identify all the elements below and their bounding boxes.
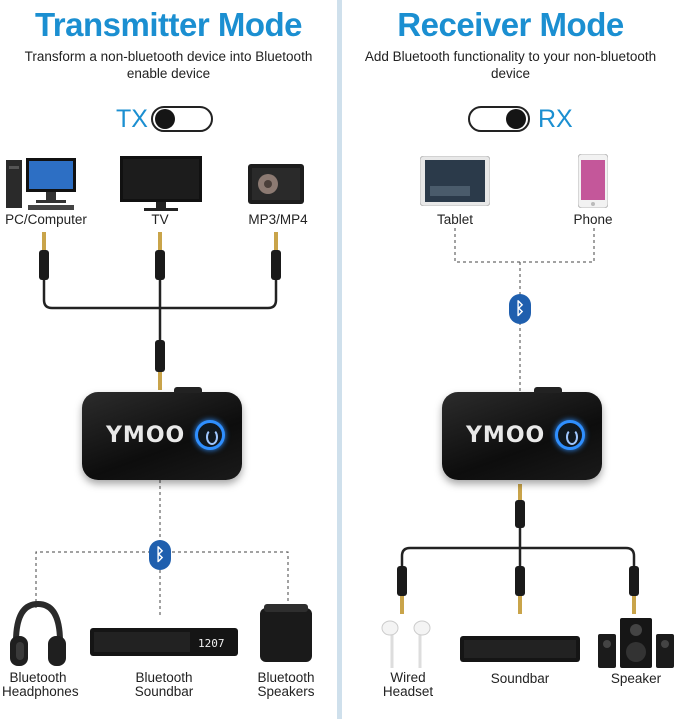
bluetooth-icon: ᛒ (149, 540, 171, 570)
headphones-icon (10, 600, 66, 666)
phone-icon (578, 154, 608, 208)
label-line: Soundbar (134, 684, 194, 699)
tx-label: TX (116, 105, 148, 133)
mp3-player-icon (248, 164, 304, 204)
transmitter-panel: Transmitter Mode Transform a non-bluetoo… (0, 0, 337, 719)
output-label-headphones: Bluetooth Headphones (2, 670, 79, 699)
rx-switch[interactable] (468, 106, 530, 132)
mode-switch-tab (534, 387, 562, 393)
output-label-soundbar: Bluetooth Soundbar (124, 671, 204, 699)
receiver-subtitle: Add Bluetooth functionality to your non-… (364, 49, 657, 81)
label-line: Bluetooth (257, 670, 315, 685)
label-line: Headset (382, 684, 434, 699)
panel-divider (337, 0, 342, 719)
transmitter-title: Transmitter Mode (34, 6, 303, 43)
bluetooth-adapter-transmitter: YMOO (82, 387, 242, 480)
speaker-icon (260, 604, 312, 662)
tv-icon (120, 156, 202, 211)
output-label-wired-headset: Wired Headset (368, 671, 448, 699)
device-logo: YMOO (466, 423, 546, 448)
bluetooth-icon: ᛒ (509, 294, 531, 324)
source-label-phone: Phone (573, 212, 613, 227)
audio-jack-plugs (39, 232, 281, 390)
rx-label: RX (538, 105, 573, 133)
label-line: Bluetooth (135, 670, 193, 685)
speaker-system-icon (598, 618, 674, 668)
output-label-speakers: Bluetooth Speakers (246, 671, 326, 699)
soundbar-icon (460, 636, 580, 662)
mode-switch-tab (174, 387, 202, 393)
output-label-speaker: Speaker (610, 671, 662, 686)
tablet-icon (420, 156, 490, 206)
power-button-icon (555, 420, 585, 450)
label-line: Headphones (2, 684, 79, 699)
device-logo: YMOO (106, 423, 186, 448)
source-label-tablet: Tablet (436, 212, 474, 227)
source-label-mp3: MP3/MP4 (248, 212, 308, 227)
audio-jack-plugs (397, 484, 639, 614)
soundbar-icon: 1207 (90, 628, 238, 656)
computer-icon (6, 158, 76, 210)
svg-text:1207: 1207 (198, 637, 225, 650)
tx-switch[interactable] (151, 106, 213, 132)
switch-knob (155, 109, 175, 129)
receiver-wiring-diagram (397, 228, 639, 614)
transmitter-subtitle: Transform a non-bluetooth device into Bl… (24, 49, 313, 81)
earphones-icon (381, 620, 431, 668)
switch-knob (506, 109, 526, 129)
label-line: Bluetooth (9, 670, 67, 685)
power-button-icon (195, 420, 225, 450)
receiver-panel: Receiver Mode Add Bluetooth functionalit… (342, 0, 679, 719)
label-line: Speakers (257, 684, 315, 699)
output-label-soundbar: Soundbar (490, 671, 550, 686)
source-label-pc: PC/Computer (5, 212, 87, 227)
source-label-tv: TV (151, 212, 169, 227)
label-line: Wired (390, 670, 426, 685)
bluetooth-adapter-receiver: YMOO (442, 387, 602, 480)
receiver-title: Receiver Mode (397, 6, 624, 43)
